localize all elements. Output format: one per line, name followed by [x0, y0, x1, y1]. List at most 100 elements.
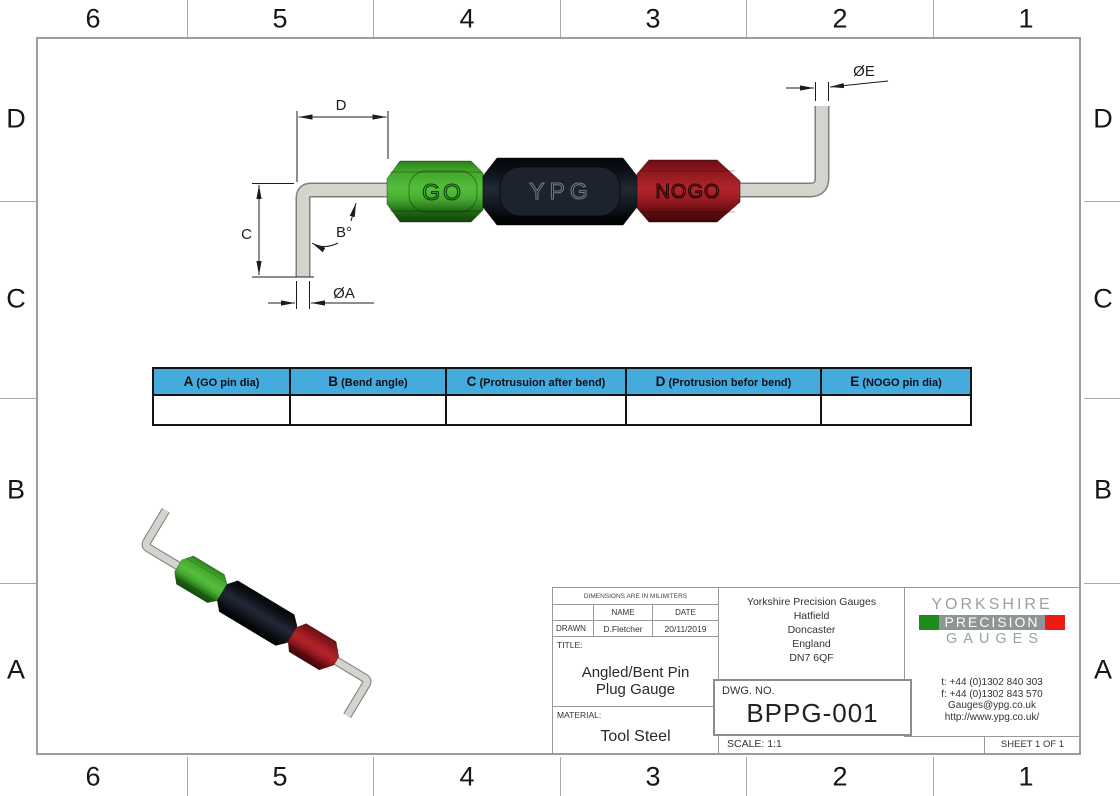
spec-value-b	[289, 394, 447, 426]
company-address: Yorkshire Precision Gauges Hatfield Donc…	[719, 588, 904, 680]
col-letter: D	[655, 374, 666, 389]
dimensions-note: DIMENSIONS ARE IN MILIMITERS	[553, 588, 719, 605]
col-desc: (Bend angle)	[341, 377, 408, 389]
spec-value-d	[625, 394, 822, 426]
spec-value-c	[445, 394, 627, 426]
logo-green-square	[919, 615, 940, 630]
zone-label-col: 6	[85, 761, 101, 792]
zone-divider	[0, 398, 36, 399]
zone-divider	[933, 0, 934, 37]
dim-d-label: D	[336, 97, 347, 114]
logo-red-square	[1044, 615, 1065, 630]
spec-col-a: A (GO pin dia)	[152, 367, 291, 396]
zone-divider	[746, 0, 747, 37]
go-label: GO	[422, 179, 464, 205]
zone-label-row: D	[1093, 103, 1113, 134]
dwg-label: DWG. NO.	[722, 685, 775, 697]
isometric-view	[141, 507, 372, 719]
go-collar: GO	[386, 160, 484, 223]
logo-line3: GAUGES	[945, 631, 1045, 647]
company-name: Yorkshire Precision Gauges	[746, 596, 877, 608]
zone-label-row: C	[1093, 283, 1113, 314]
company-town: Hatfield	[793, 610, 830, 622]
dwg-number: BPPG-001	[746, 698, 879, 728]
zone-divider	[0, 201, 36, 202]
company-postcode: DN7 6QF	[789, 652, 834, 664]
spec-col-c: C (Protrusuion after bend)	[445, 367, 627, 396]
zone-label-row: B	[1093, 474, 1113, 505]
spec-value-a	[152, 394, 291, 426]
zone-divider	[1084, 201, 1120, 202]
col-desc: (GO pin dia)	[196, 377, 260, 389]
logo-precision-band: PRECISION	[939, 615, 1045, 630]
material-section: MATERIAL: Tool Steel	[553, 707, 719, 754]
zone-divider	[373, 0, 374, 37]
zone-label-col: 2	[832, 761, 848, 792]
col-letter: B	[328, 374, 339, 389]
spec-col-d: D (Protrusion befor bend)	[625, 367, 822, 396]
title-section: TITLE: Angled/Bent Pin Plug Gauge	[553, 637, 719, 707]
contact-web: http://www.ypg.co.uk/	[944, 711, 1040, 723]
contact-tel: t: +44 (0)1302 840 303	[941, 677, 1043, 688]
dimension-labels: D C B° ØA ØE	[241, 63, 875, 302]
zone-divider	[187, 0, 188, 37]
zone-divider	[933, 757, 934, 796]
dim-b-label: B°	[336, 224, 352, 241]
dim-c-label: C	[241, 226, 252, 243]
zone-label-row: C	[6, 283, 26, 314]
zone-label-col: 3	[645, 3, 661, 34]
dim-e-label: ØE	[853, 63, 875, 80]
zone-divider	[373, 757, 374, 796]
drawing-title-line1: Angled/Bent Pin	[581, 664, 690, 681]
spec-table-value-row	[152, 394, 972, 426]
zone-divider	[187, 757, 188, 796]
company-country: England	[792, 638, 831, 650]
main-view: GO YPG NOGO	[241, 63, 889, 309]
contact-email: Gauges@ypg.co.uk	[948, 700, 1036, 711]
zone-divider	[560, 757, 561, 796]
zone-label-col: 6	[85, 3, 101, 34]
spec-col-b: B (Bend angle)	[289, 367, 447, 396]
drawn-label: DRAWN	[553, 621, 594, 637]
logo-line2: PRECISION	[904, 615, 1080, 630]
zone-label-col: 5	[272, 3, 288, 34]
blank-cell	[553, 605, 594, 621]
title-label: TITLE:	[557, 640, 583, 650]
drawn-date: 20/11/2019	[653, 621, 719, 637]
nogo-collar: NOGO	[636, 159, 741, 223]
ypg-label: YPG	[529, 178, 593, 204]
drawing-frame	[36, 37, 1081, 755]
logo-line1: YORKSHIRE	[931, 596, 1053, 613]
col-letter: A	[183, 374, 194, 389]
zone-divider	[746, 757, 747, 796]
dimension-lines	[252, 80, 889, 309]
zone-divider	[560, 0, 561, 37]
col-letter: E	[850, 374, 860, 389]
ypg-body: YPG	[482, 157, 638, 226]
zone-label-col: 5	[272, 761, 288, 792]
zone-label-col: 4	[459, 761, 475, 792]
spec-value-e	[820, 394, 972, 426]
zone-label-row: B	[6, 474, 26, 505]
contact-info: t: +44 (0)1302 840 303 f: +44 (0)1302 84…	[904, 677, 1080, 727]
drawing-title-line2: Plug Gauge	[595, 681, 676, 698]
material-value: Tool Steel	[600, 728, 671, 745]
company-city: Doncaster	[787, 624, 836, 636]
col-desc: (NOGO pin dia)	[862, 377, 942, 389]
scale-cell: SCALE: 1:1	[719, 734, 904, 754]
material-label: MATERIAL:	[557, 710, 602, 720]
date-header: DATE	[653, 605, 719, 621]
zone-divider	[1084, 398, 1120, 399]
zone-label-col: 1	[1018, 3, 1034, 34]
zone-label-row: A	[6, 654, 26, 685]
company-logo: YORKSHIRE PRECISION GAUGES	[904, 596, 1080, 654]
contact-fax: f: +44 (0)1302 843 570	[941, 688, 1043, 700]
col-letter: C	[466, 374, 477, 389]
zone-label-col: 1	[1018, 761, 1034, 792]
drawn-name: D.Fletcher	[594, 621, 653, 637]
nogo-label: NOGO	[655, 181, 720, 203]
column-divider	[904, 588, 905, 736]
zone-label-col: 3	[645, 761, 661, 792]
